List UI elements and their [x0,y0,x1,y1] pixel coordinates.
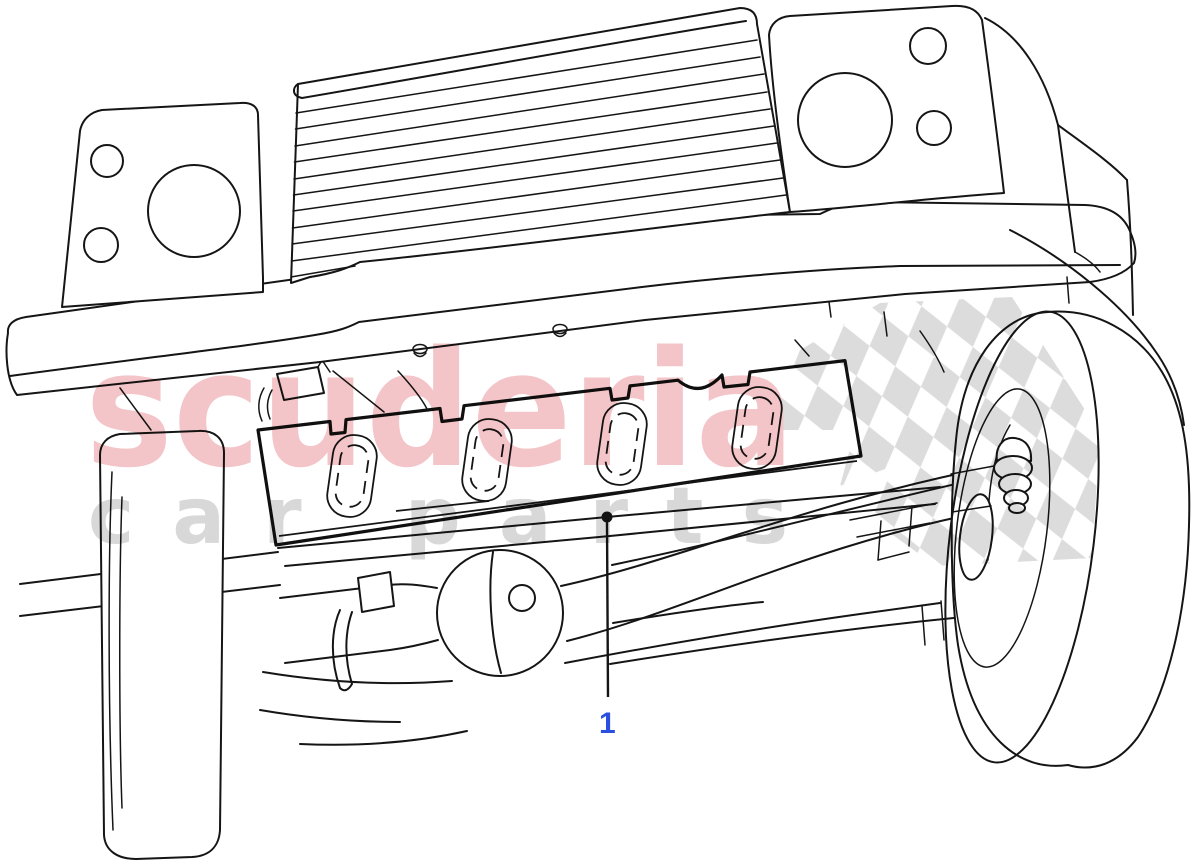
leader-dot [601,511,613,523]
part-number-1-label[interactable]: 1 [599,707,616,740]
left-headlamp-panel [61,101,264,308]
bumper-screw [552,323,568,338]
watermark-layer: scuderia car parts [85,297,1100,566]
left-wheel [99,429,225,860]
right-indicator-hole [916,110,952,146]
leader-line-part-1 [601,511,613,698]
left-headlamp-hole [147,164,241,258]
watermark-brand-text: scuderia [85,316,795,503]
right-sidelamp-hole [909,27,947,65]
bumper-screw [412,343,428,358]
grille-slats [290,39,787,278]
checkered-flag-watermark [768,297,1100,566]
left-indicator-hole [83,227,119,263]
right-headlamp-panel [768,4,1005,213]
front-axle-differential [436,549,564,677]
axle-bracket [357,571,395,613]
radiator-grille [290,7,791,284]
watermark-subtext: car parts [88,472,788,562]
left-sidelamp-hole [90,144,124,178]
cover-plate-part-1[interactable] [256,359,863,547]
cover-plate-holes [326,386,783,518]
right-front-wing [984,17,1185,426]
right-headlamp-hole [797,72,893,168]
